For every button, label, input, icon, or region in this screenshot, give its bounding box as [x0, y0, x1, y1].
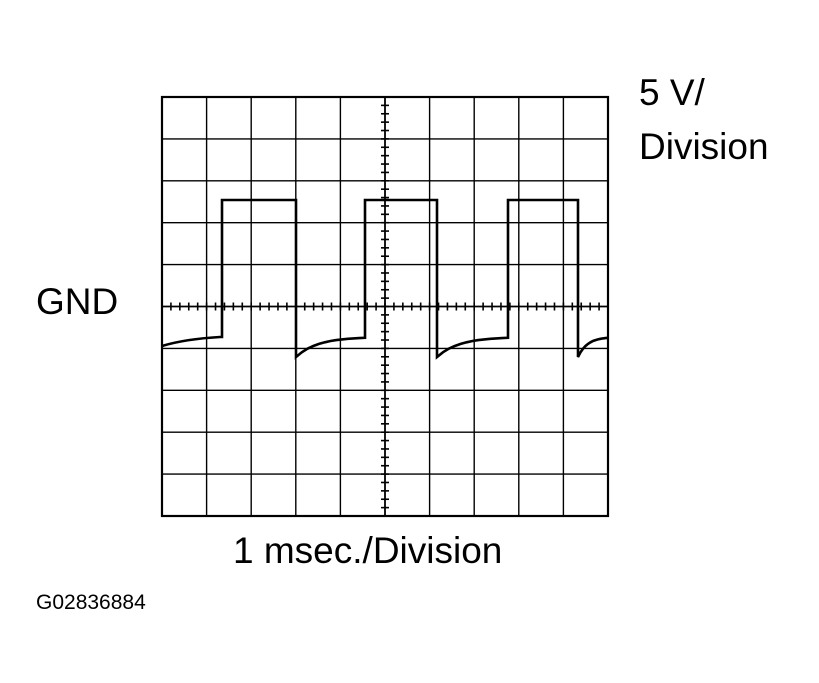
horizontal-scale-label: 1 msec./Division	[233, 530, 503, 571]
figure-id-label: G02836884	[36, 591, 146, 614]
axis-tick-marks	[161, 96, 609, 517]
vertical-scale-label: 5 V/	[639, 72, 705, 113]
ground-marker-label: GND	[36, 281, 119, 322]
vertical-scale-unit-label: Division	[639, 126, 769, 167]
waveform-trace	[161, 198, 609, 360]
